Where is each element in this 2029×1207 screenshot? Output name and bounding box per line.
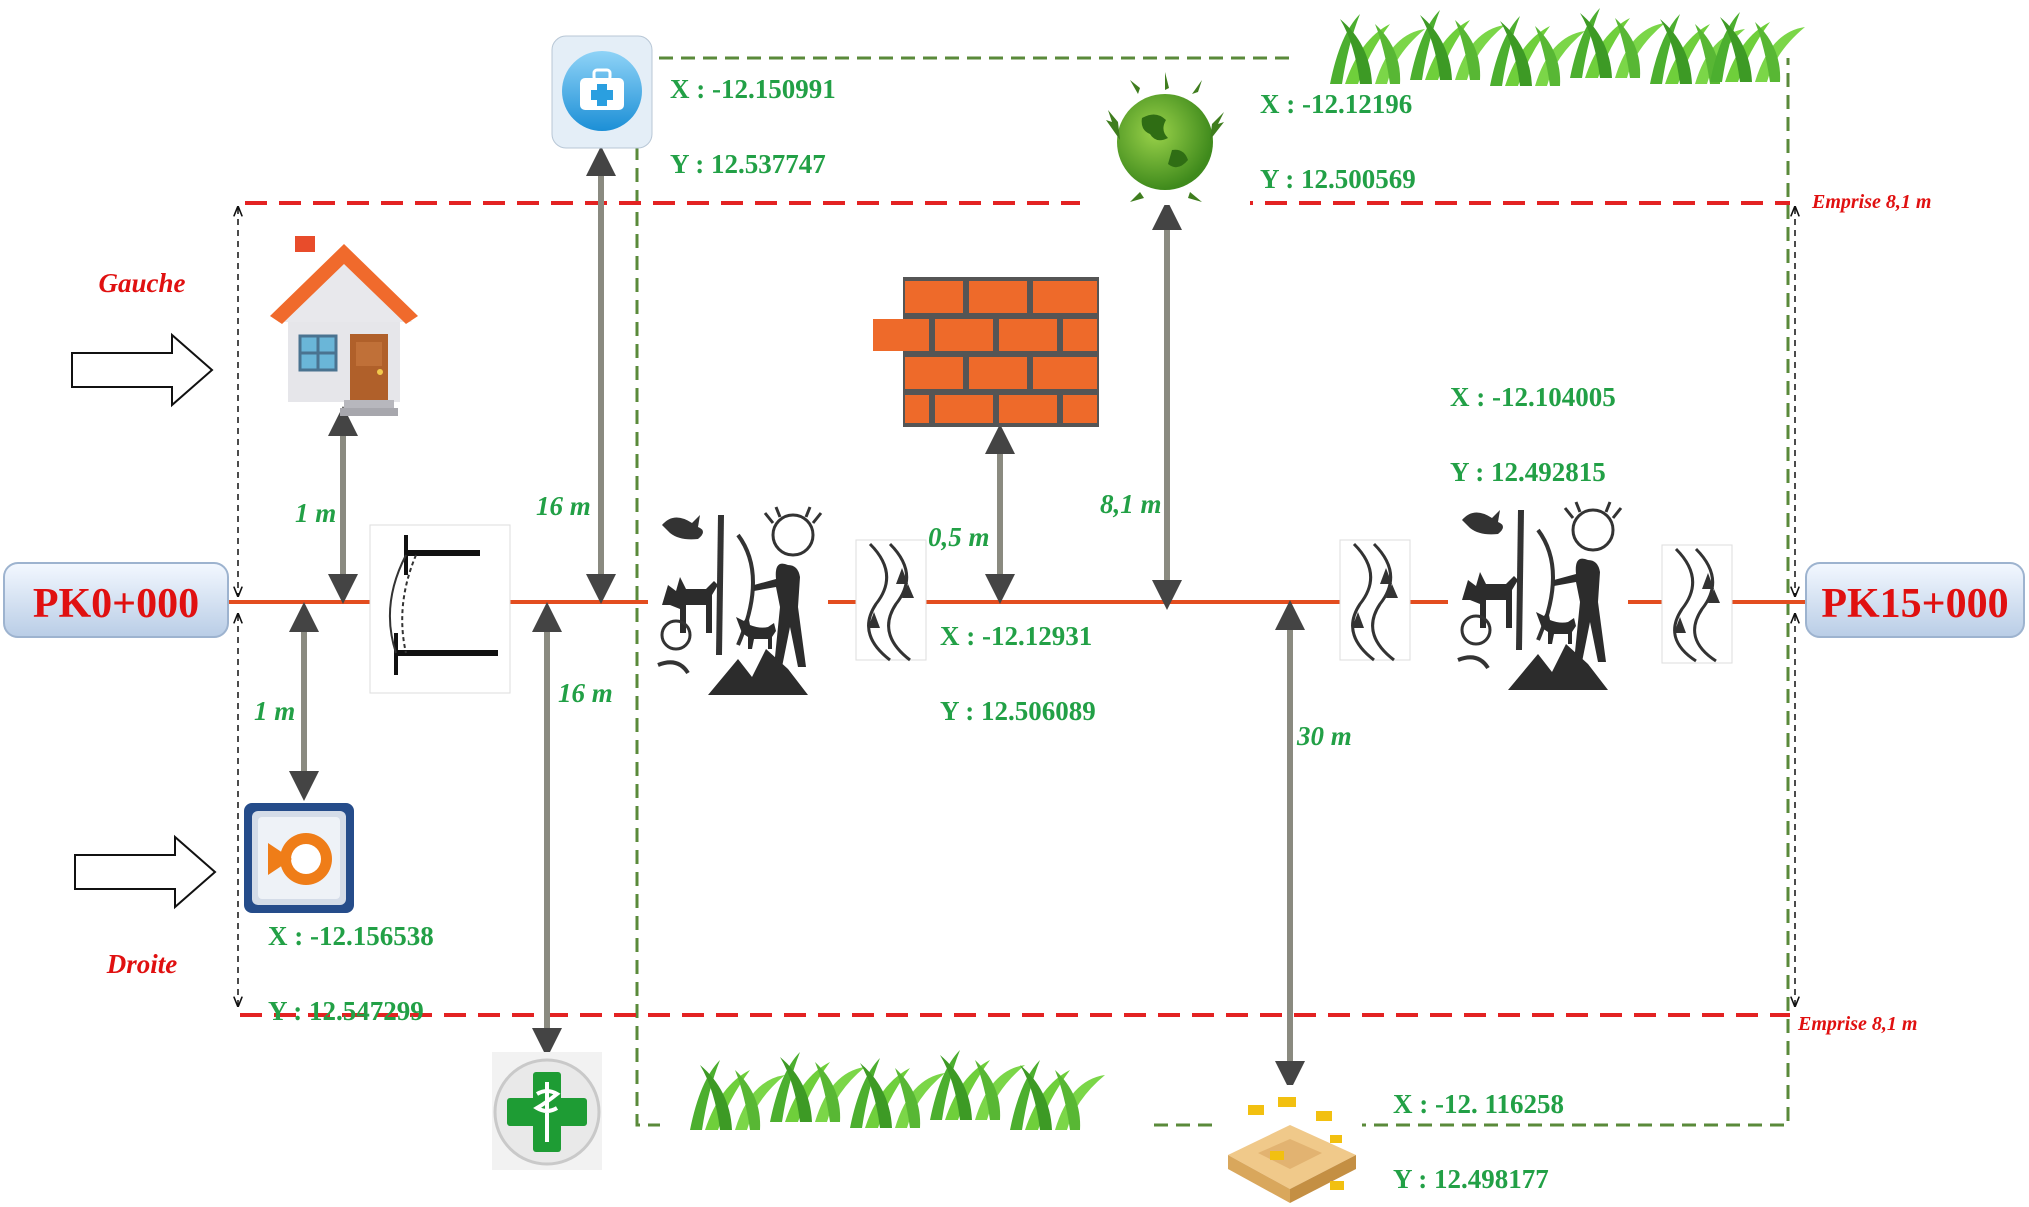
winding-road-icon: [856, 540, 926, 660]
grass-top-icon: [1290, 0, 1805, 88]
bus-stop-icon: [244, 803, 354, 913]
winding-road-icon: [1662, 545, 1732, 663]
grass-bottom-icon: [660, 1030, 1150, 1130]
pk-start-box: PK0+000: [4, 563, 228, 637]
coord-x-wildlife-right: X : -12.104005: [1450, 382, 1616, 412]
coord-x-environment: X : -12.12196: [1260, 89, 1412, 119]
emprise-top-label: Emprise 8,1 m: [1811, 191, 1931, 213]
distance-label-health-center: 16 m: [536, 491, 591, 521]
first-aid-kit-icon: [552, 36, 652, 148]
coord-x-health-center: X : -12.150991: [670, 74, 836, 104]
hunting-wildlife-icon: [648, 505, 828, 697]
coord-y-wildlife-right: Y : 12.492815: [1450, 457, 1606, 487]
coord-y-wildlife-center: Y : 12.506089: [940, 696, 1096, 726]
distance-label-bus-stop: 1 m: [254, 696, 295, 726]
right-side-label: Droite: [106, 949, 178, 979]
pk-start-label: PK0+000: [33, 581, 199, 627]
pk-end-label: PK15+000: [1821, 581, 2008, 627]
coord-y-environment: Y : 12.500569: [1260, 164, 1416, 194]
distance-label-quarry: 30 m: [1296, 721, 1352, 751]
coord-x-quarry: X : -12. 116258: [1393, 1089, 1564, 1119]
distance-label-pharmacy: 16 m: [558, 678, 613, 708]
pk-end-box: PK15+000: [1806, 563, 2024, 637]
culvert-icon: [370, 525, 510, 693]
coord-x-wildlife-center: X : -12.12931: [940, 621, 1092, 651]
winding-road-icon: [1340, 540, 1410, 660]
coord-y-bus-stop: Y : 12.547299: [268, 996, 424, 1026]
house-icon: [270, 236, 418, 416]
coord-y-quarry: Y : 12.498177: [1393, 1164, 1549, 1194]
distance-label-brick-wall: 0,5 m: [928, 522, 990, 552]
coord-y-health-center: Y : 12.537747: [670, 149, 826, 179]
direction-arrow-icon: [72, 335, 212, 405]
hunting-wildlife-icon: [1448, 500, 1628, 692]
quarry-construction-icon: [1218, 1085, 1362, 1207]
planet-fauna-icon: [1080, 70, 1250, 205]
pharmacy-cross-icon: [492, 1052, 602, 1170]
left-side-label: Gauche: [99, 268, 186, 298]
coord-x-bus-stop: X : -12.156538: [268, 921, 434, 951]
distance-label-house: 1 m: [295, 498, 336, 528]
emprise-bottom-label: Emprise 8,1 m: [1797, 1013, 1917, 1035]
distance-label-environment: 8,1 m: [1100, 489, 1162, 519]
brick-wall-icon: [873, 277, 1099, 427]
direction-arrow-icon: [75, 837, 215, 907]
